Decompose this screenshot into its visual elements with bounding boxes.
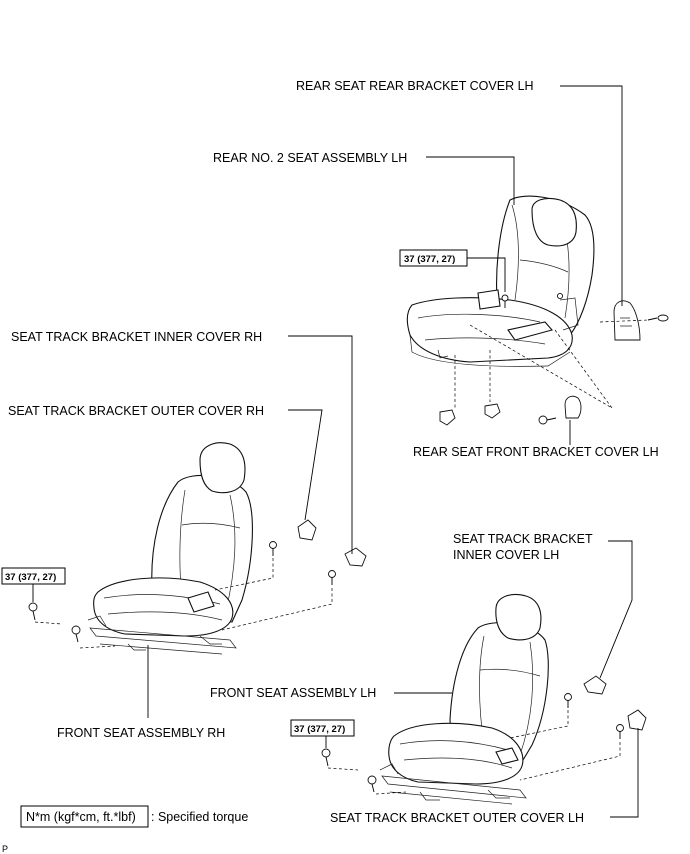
front-seat-rh-drawing	[87, 442, 253, 655]
label-rear-seat-rear-bracket-cover-lh: REAR SEAT REAR BRACKET COVER LH	[296, 79, 534, 93]
illustration-code: P	[2, 844, 8, 854]
torque-value-front-lh: 37 (377, 27)	[294, 724, 345, 735]
torque-box-front-lh: 37 (377, 27)	[290, 719, 355, 737]
torque-box-front-rh: 37 (377, 27)	[1, 567, 66, 585]
label-seat-track-bracket-outer-cover-lh: SEAT TRACK BRACKET OUTER COVER LH	[330, 811, 584, 825]
front-lh-guide-lines	[327, 710, 621, 795]
torque-box-rear: 37 (377, 27)	[399, 249, 468, 267]
label-seat-track-bracket-inner-cover-lh-line1: SEAT TRACK BRACKET	[453, 532, 593, 546]
leader-lines	[32, 85, 639, 818]
front-rh-bolts	[28, 541, 336, 643]
seat-track-bracket-covers-lh-parts	[583, 675, 647, 731]
rear-seat-front-bracket-cover-lh-part	[439, 395, 582, 426]
rear-seat-rear-bracket-cover-lh-part	[613, 300, 669, 341]
seat-track-bracket-covers-rh-parts	[297, 519, 367, 567]
label-rear-no2-seat-assembly-lh: REAR NO. 2 SEAT ASSEMBLY LH	[213, 151, 407, 165]
rear-guide-lines	[454, 319, 649, 409]
front-lh-bolts	[321, 693, 624, 793]
legend-description: : Specified torque	[151, 810, 248, 824]
torque-value-rear: 37 (377, 27)	[404, 254, 455, 265]
front-rh-guide-lines	[34, 558, 333, 649]
legend-unit-box: N*m (kgf*cm, ft.*lbf)	[26, 810, 136, 824]
rear-no2-seat-drawing	[406, 195, 595, 367]
torque-legend: N*m (kgf*cm, ft.*lbf) : Specified torque	[20, 805, 248, 828]
label-front-seat-assembly-rh: FRONT SEAT ASSEMBLY RH	[57, 726, 225, 740]
torque-value-front-rh: 37 (377, 27)	[5, 572, 56, 583]
label-seat-track-bracket-inner-cover-rh: SEAT TRACK BRACKET INNER COVER RH	[11, 330, 262, 344]
label-seat-track-bracket-inner-cover-lh-line2: INNER COVER LH	[453, 548, 559, 562]
front-seat-lh-drawing	[379, 593, 549, 805]
label-seat-track-bracket-outer-cover-rh: SEAT TRACK BRACKET OUTER COVER RH	[8, 404, 264, 418]
label-front-seat-assembly-lh: FRONT SEAT ASSEMBLY LH	[210, 686, 376, 700]
label-rear-seat-front-bracket-cover-lh: REAR SEAT FRONT BRACKET COVER LH	[413, 445, 659, 459]
